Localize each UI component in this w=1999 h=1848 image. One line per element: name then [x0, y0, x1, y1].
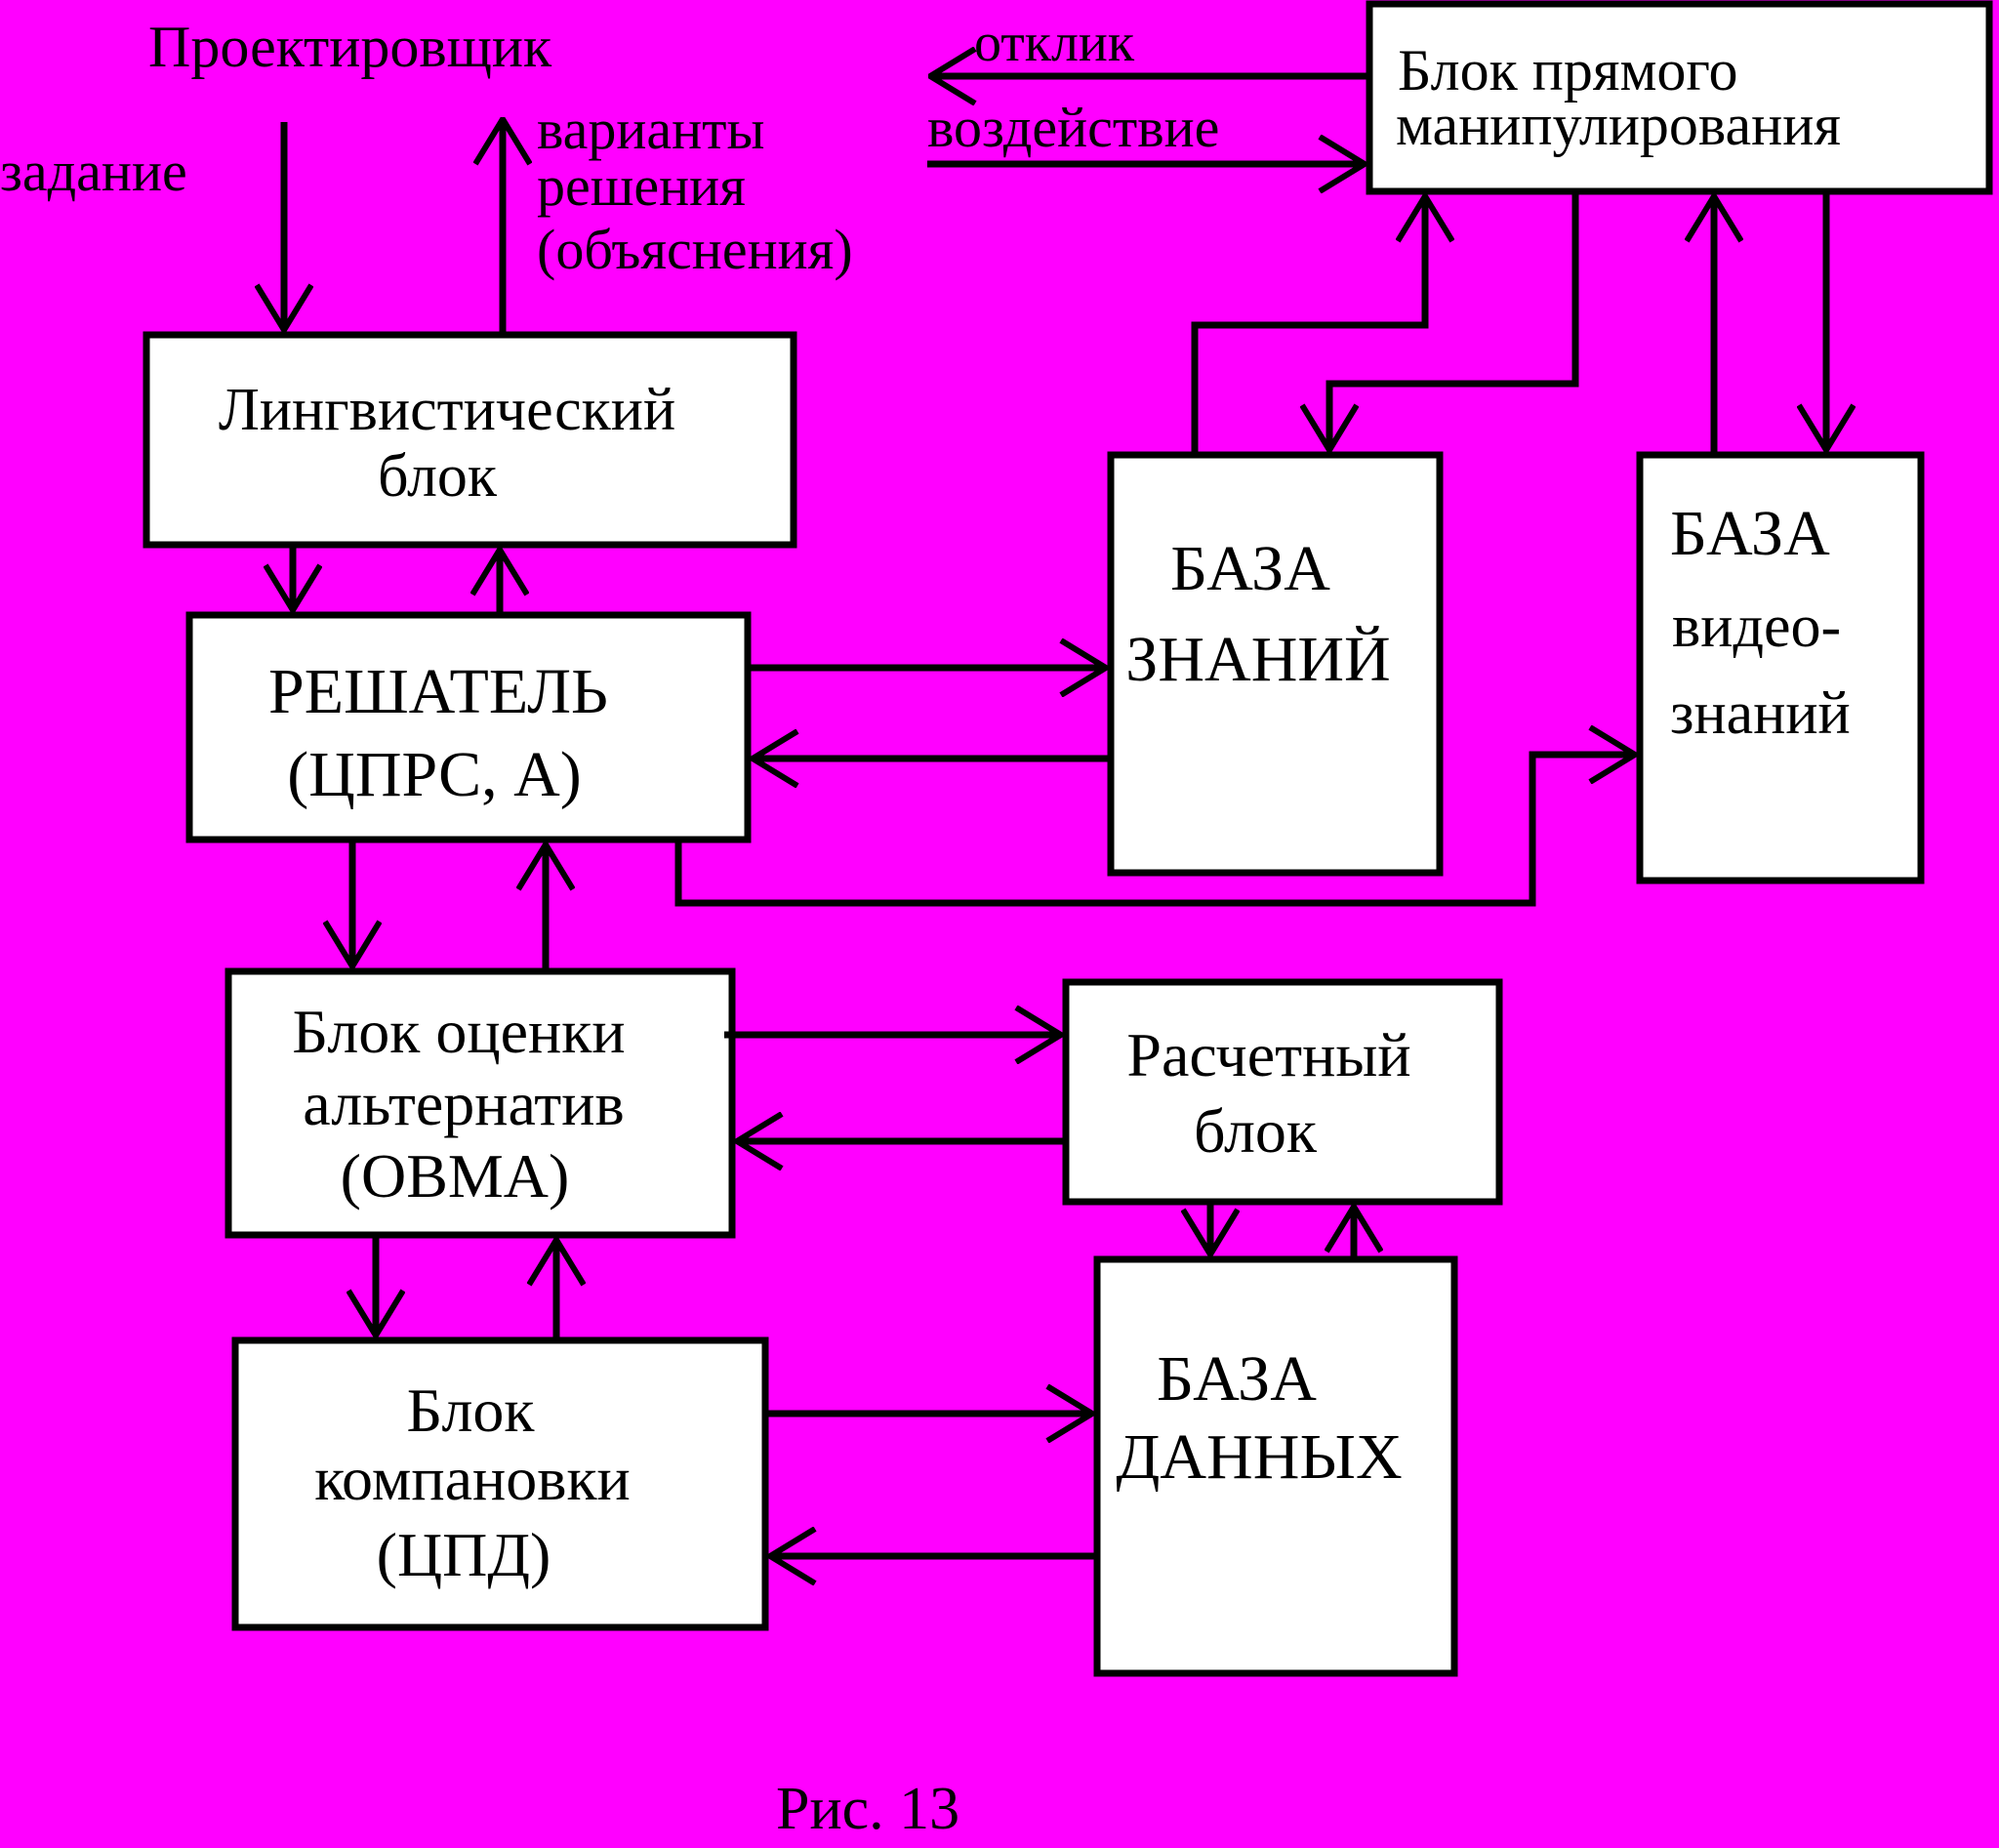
task-label: задание [0, 140, 187, 203]
linguistic-line1: Лингвистический [219, 377, 675, 443]
action-label: воздействие [927, 96, 1219, 159]
evaluation-line3: (ОВМА) [341, 1141, 570, 1211]
options-label-line2: решения [537, 154, 746, 218]
solver-box [185, 611, 752, 843]
database-box [1093, 1255, 1458, 1677]
figure-caption: Рис. 13 [776, 1776, 959, 1842]
layout-box [231, 1336, 769, 1631]
direct-manipulation-line1: Блок прямого [1398, 38, 1738, 103]
knowledge-base-line2: ЗНАНИЙ [1125, 624, 1390, 695]
arrow-solver-to-video-kb [674, 755, 1635, 907]
database-line1: БАЗА [1157, 1343, 1317, 1415]
direct-manipulation-line2: манипулирования [1396, 93, 1841, 157]
video-knowledge-base-box [1636, 451, 1925, 884]
options-label-line3: (объяснения) [537, 218, 853, 281]
video-kb-line3: знаний [1670, 680, 1851, 747]
layout-line3: (ЦПД) [377, 1520, 551, 1589]
options-label-line1: варианты [537, 98, 765, 161]
evaluation-line1: Блок оценки [292, 997, 625, 1066]
solver-line1: РЕШАТЕЛЬ [268, 656, 608, 727]
video-kb-line2: видео- [1672, 594, 1841, 660]
layout-line2: компановки [314, 1444, 631, 1513]
connectors [284, 76, 1826, 1556]
direct-manipulation-box [1366, 0, 1993, 195]
linguistic-box [143, 331, 797, 549]
knowledge-base-box [1107, 451, 1444, 877]
knowledge-base-line1: БАЗА [1170, 533, 1330, 604]
database-line2: ДАННЫХ [1116, 1421, 1402, 1493]
evaluation-box [224, 967, 736, 1239]
response-label: отклик [974, 13, 1135, 73]
evaluation-line2: альтернатив [303, 1069, 624, 1138]
designer-label: Проектировщик [148, 15, 552, 79]
solver-line2: (ЦПРС, А) [287, 739, 581, 810]
layout-line1: Блок [407, 1376, 536, 1445]
arrow-kb-to-manipulation [1191, 196, 1425, 455]
video-kb-line1: БАЗА [1670, 498, 1830, 569]
calculation-box [1062, 978, 1503, 1206]
calculation-line1: Расчетный [1126, 1020, 1410, 1089]
arrow-manipulation-to-kb [1329, 191, 1579, 450]
linguistic-line2: блок [378, 443, 498, 510]
calculation-line2: блок [1194, 1096, 1318, 1166]
